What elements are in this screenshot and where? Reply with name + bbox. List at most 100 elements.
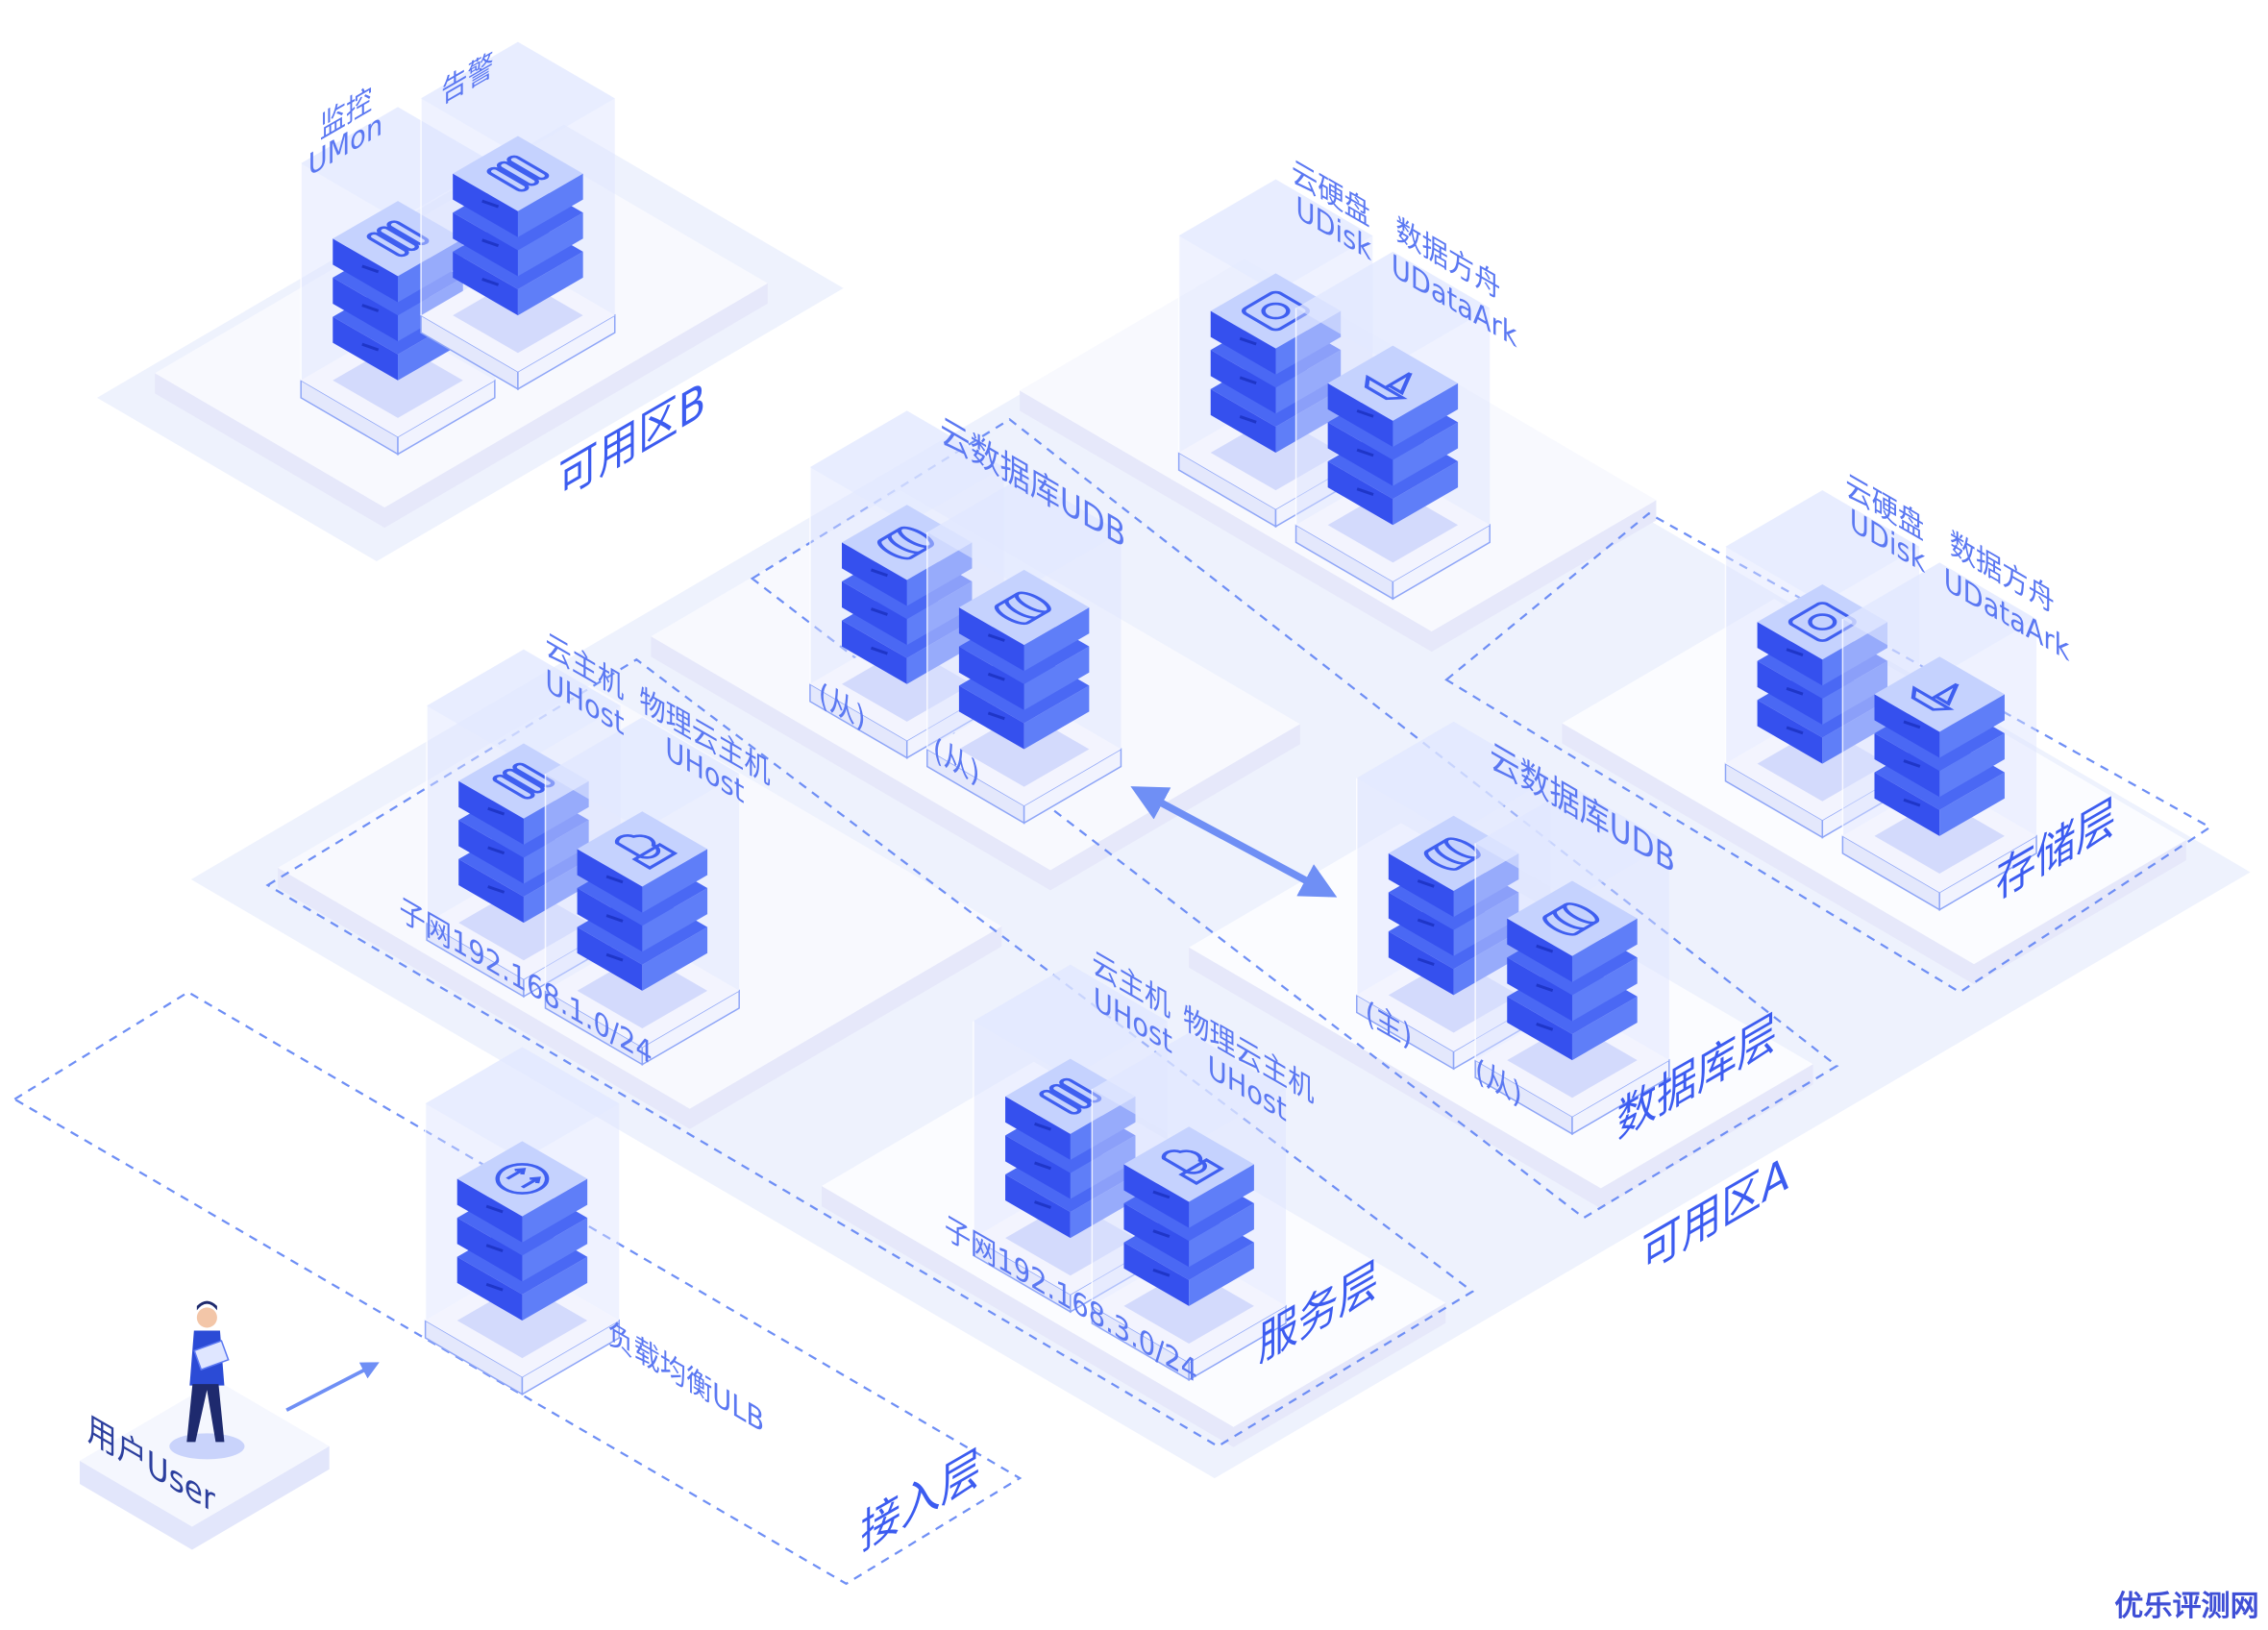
storage-layer-outline bbox=[1444, 511, 2212, 994]
udb-a-slave-stack-slab-led bbox=[1536, 983, 1554, 993]
phost1-stack-slab-right bbox=[642, 887, 708, 952]
db-icon-body bbox=[994, 592, 1049, 626]
udb-b-slave2-stack-slab-left bbox=[958, 685, 1024, 750]
uhost3-stack-slab-right bbox=[1070, 1173, 1136, 1239]
user-request-arrow bbox=[285, 1362, 380, 1412]
uhost3-stack-slab-left bbox=[1005, 1173, 1071, 1239]
udataark-b-stack-slab-right bbox=[1393, 383, 1459, 448]
udisk-a-stack-slab-right bbox=[1822, 622, 1888, 686]
udisk-b-stack-slab-led bbox=[1239, 414, 1257, 424]
uhost1-stack-slab-led bbox=[487, 806, 505, 816]
umon-server-stack-slab-led bbox=[361, 342, 380, 352]
udb-a-slave-stack-slab-right bbox=[1571, 918, 1638, 982]
phost1-stack-slab-left bbox=[577, 926, 643, 991]
udisk-b-stack-slab-right bbox=[1275, 350, 1342, 414]
cloud-icon-server bbox=[1178, 1158, 1225, 1186]
udb-b-slave1-stack-slab-right bbox=[906, 620, 973, 684]
lb-icon-ring bbox=[495, 1163, 550, 1195]
udb-b-slave2-stack-slab-left bbox=[958, 646, 1024, 710]
ship-icon bbox=[1364, 372, 1413, 401]
uhost1-stack bbox=[426, 649, 622, 999]
udisk-b-stack-slab-led bbox=[1239, 376, 1257, 385]
watermark: 优乐评测网 bbox=[2114, 1590, 2258, 1623]
umon-server-stack-slab-left bbox=[333, 238, 399, 303]
udb-a-master-stack-slab-right bbox=[1453, 852, 1519, 918]
udataark-a-stack-slab-right bbox=[1939, 732, 2005, 798]
phost1-stack-slab-left bbox=[577, 887, 643, 952]
udb-b-slave2-stack-slab-right bbox=[1023, 607, 1090, 672]
udb-a-slave-stack-slab-right bbox=[1571, 957, 1638, 1022]
udb-b-slave1-stack-slab-led bbox=[870, 607, 888, 616]
uhost3-stack-glass-top bbox=[973, 964, 1168, 1078]
ulb-stack-slab-led bbox=[485, 1282, 504, 1292]
udb-b-slave1-stack-slab-right bbox=[906, 542, 973, 606]
udb-a-master-stack bbox=[1355, 721, 1552, 1071]
uhost3-stack-slab-right bbox=[1070, 1096, 1136, 1160]
udb-b-slave2-stack-slab-left bbox=[958, 607, 1024, 672]
udb-b-slave2-stack-slab-led bbox=[987, 711, 1005, 721]
udataark-a-stack-slab-right bbox=[1939, 694, 2005, 758]
db-icon-body bbox=[876, 527, 932, 560]
udisk-b-stack-slab-left bbox=[1210, 350, 1276, 414]
udb-b-slave1-stack-slab-left bbox=[842, 620, 907, 684]
udataark-a-stack-slab-led bbox=[1903, 720, 1921, 729]
udataark-a-stack-slab-left bbox=[1874, 694, 1940, 758]
umon-server-stack-slab-left bbox=[333, 277, 399, 342]
udb-b-slave2-stack-slab-led bbox=[987, 672, 1005, 681]
udisk-a-stack-glass-top bbox=[1725, 490, 1920, 604]
umon-server-stack-slab-right bbox=[398, 277, 463, 342]
ulb-label: 负载均衡ULB bbox=[607, 1315, 764, 1440]
udataark-b-stack-base-right bbox=[1392, 523, 1491, 601]
db-icon-body bbox=[1542, 903, 1598, 936]
alarm-server-stack-slab-left bbox=[453, 251, 518, 316]
udb-b-slave1-stack-slab-led bbox=[870, 646, 888, 655]
udb-a-slave-stack-slab-led bbox=[1536, 944, 1554, 953]
udb-a-master-stack-slab-top bbox=[1388, 815, 1519, 892]
phost3-stack-slab-top bbox=[1123, 1126, 1254, 1202]
host-icon-bar bbox=[366, 232, 409, 258]
udb-a-master-stack-slab-left bbox=[1388, 852, 1454, 918]
udisk-b-stack bbox=[1177, 179, 1374, 529]
host-icon-bar bbox=[486, 166, 530, 192]
udb-b-slave2-stack-slab-led bbox=[987, 633, 1005, 642]
udb-b-slave1-stack-slab-left bbox=[842, 580, 907, 646]
phost1-stack-slab-right bbox=[642, 849, 708, 913]
udb-a-master-stack-slab-right bbox=[1453, 892, 1519, 956]
umon-server-stack-slab-led bbox=[361, 304, 380, 312]
umon-server-stack-slab-led bbox=[361, 264, 380, 274]
phost3-stack-slab-right bbox=[1189, 1242, 1254, 1306]
ulb-stack-slab-top bbox=[456, 1141, 588, 1217]
db-icon-body bbox=[1423, 838, 1479, 871]
alarm-server-stack-slab-led bbox=[481, 199, 500, 209]
uhost3-stack-slab-left bbox=[1005, 1096, 1071, 1160]
umon-server-stack-slab-top bbox=[333, 201, 463, 277]
alarm-server-stack-slab-left bbox=[453, 212, 518, 277]
arrows-and-user bbox=[169, 786, 1338, 1460]
phost1-stack-slab-led bbox=[605, 952, 624, 962]
uhost3-stack-slab-left bbox=[1005, 1135, 1071, 1199]
disk-icon-frame bbox=[1787, 602, 1857, 642]
disk-icon-platter bbox=[1261, 302, 1291, 320]
udb-a-slave-stack bbox=[1474, 786, 1670, 1136]
udb-b-slave2-stack-base-right bbox=[1023, 748, 1122, 825]
lb-icon bbox=[495, 1163, 550, 1195]
alarm-server-stack-slab-top bbox=[453, 136, 583, 211]
ulb-stack-slab-left bbox=[456, 1218, 523, 1282]
host-icon bbox=[1039, 1077, 1102, 1115]
ulb-stack-slab-left bbox=[456, 1178, 523, 1243]
host-icon-bar bbox=[506, 155, 550, 181]
udb-a-master-stack-slab-right bbox=[1453, 931, 1519, 996]
ulb-stack-slab-right bbox=[522, 1178, 588, 1243]
db-icon bbox=[876, 526, 934, 560]
udataark-a-stack-slab-left bbox=[1874, 732, 1940, 798]
udisk-a-stack-slab-led bbox=[1786, 686, 1804, 696]
udb-a-master-stack-glass-top bbox=[1356, 721, 1551, 835]
udb-b-slave2-stack bbox=[926, 476, 1122, 825]
cloud-icon-shape bbox=[1161, 1149, 1207, 1174]
uhost1-stack-slab-left bbox=[458, 780, 524, 845]
udisk-a-stack-slab-left bbox=[1757, 700, 1823, 764]
udataark-a-stack-slab-left bbox=[1874, 772, 1940, 836]
alarm-server-stack-slab-right bbox=[517, 251, 583, 316]
ship-icon-shape bbox=[1364, 372, 1413, 401]
zone-b-inner-platform-side bbox=[155, 283, 768, 529]
